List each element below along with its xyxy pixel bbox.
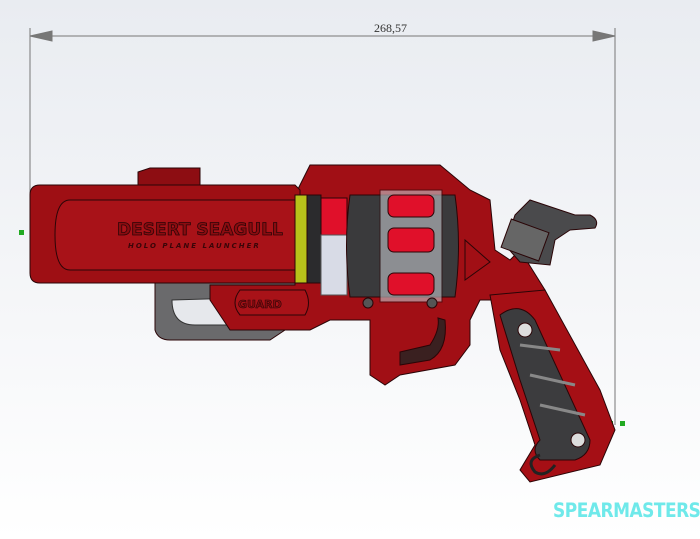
- dimension-line: [29, 28, 616, 425]
- endpoint-marker: [19, 230, 24, 235]
- model-title-engraving: DESERT SEAGULL: [117, 220, 283, 240]
- watermark-brand: SPEARMASTERS: [553, 499, 700, 523]
- guard-label-engraving: GUARD: [238, 298, 282, 311]
- endpoint-marker: [620, 421, 625, 426]
- gun-model: [29, 164, 616, 483]
- model-subtitle-engraving: HOLO PLANE LAUNCHER: [128, 242, 261, 250]
- dimension-value[interactable]: 268,57: [374, 21, 407, 35]
